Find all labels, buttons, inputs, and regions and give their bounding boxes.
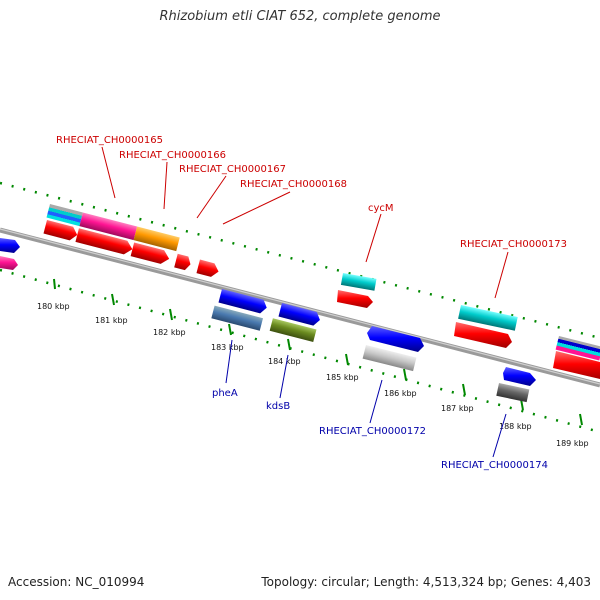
gene-feature-blue[interactable] [218,289,268,315]
gene-label-bottom[interactable]: kdsB [266,401,290,412]
tick-label: 186 kbp [384,389,417,398]
gene-lower-kdsB-region [269,303,321,343]
tick-label: 182 kbp [153,328,186,337]
gene-feature-blue[interactable] [0,238,20,253]
topology-text: Topology: circular; Length: 4,513,324 bp… [261,575,591,589]
gene-label-bottom[interactable]: RHECIAT_CH0000172 [319,426,426,437]
gene-lower-pheA-region [211,289,268,331]
gene-feature-red[interactable] [337,290,373,308]
gene-feature-orange[interactable] [133,226,180,252]
gene-feature-magenta[interactable] [79,212,138,241]
tick-label: 183 kbp [211,343,244,352]
tick-label: 181 kbp [95,316,128,325]
gene-feature-cycM[interactable] [340,273,377,291]
gene-label-top[interactable]: RHECIAT_CH0000165 [56,135,163,146]
gene-label-top[interactable]: RHECIAT_CH0000168 [240,179,347,190]
map-title: Rhizobium etli CIAT 652, complete genome [159,9,441,24]
gene-feature-RHECIAT_CH0000172[interactable] [362,345,417,372]
outer-dotted-track-upper [0,181,600,340]
tick-label: 187 kbp [441,404,474,413]
gene-feature-striped[interactable] [46,204,83,227]
gene-feature-red[interactable] [454,322,512,348]
tick-label: 188 kbp [499,422,532,431]
gene-feature-blue[interactable] [367,326,424,352]
gene-feature-RHECIAT_CH0000174[interactable] [496,382,530,403]
outer-dotted-track-lower [0,268,600,434]
tick-label: 180 kbp [37,302,70,311]
gene-feature-red[interactable] [174,253,192,271]
gene-label-bottom[interactable]: pheA [212,388,238,399]
gene-feature-striped[interactable] [555,336,600,361]
tick-label: 184 kbp [268,357,301,366]
gene-label-bottom[interactable]: RHECIAT_CH0000174 [441,460,548,471]
gene-feature-red[interactable] [43,220,78,242]
gene-feature-red[interactable] [553,351,600,380]
gene-feature-red[interactable] [75,228,134,256]
gene-feature-blue[interactable] [278,303,321,327]
genome-backbone [0,227,600,388]
scale-tick-labels: 180 kbp 181 kbp 182 kbp 183 kbp 184 kbp … [37,302,589,448]
gene-feature-blue[interactable] [503,367,536,386]
gene-label-top[interactable]: RHECIAT_CH0000167 [179,164,286,175]
gene-red-row-left [43,220,220,279]
tick-label: 189 kbp [556,439,589,448]
tick-label: 185 kbp [326,373,359,382]
gene-feature-red[interactable] [196,259,220,279]
gene-cluster-upper-left [46,204,180,252]
label-leader-lines-bottom [225,339,507,458]
accession-text: Accession: NC_010994 [8,575,145,589]
scale-ticks-marks [53,278,583,426]
gene-feature-kdsB[interactable] [269,318,317,343]
gene-feature-magenta[interactable] [0,256,18,270]
gene-label-top[interactable]: RHECIAT_CH0000173 [460,239,567,250]
gene-label-top[interactable]: RHECIAT_CH0000166 [119,150,226,161]
gene-feature-pheA[interactable] [211,305,263,331]
gene-feature-red[interactable] [130,242,171,266]
label-leader-lines-top [101,146,509,299]
gene-feature-RHECIAT_CH0000173[interactable] [458,305,518,331]
gene-label-top[interactable]: cycM [368,203,394,214]
